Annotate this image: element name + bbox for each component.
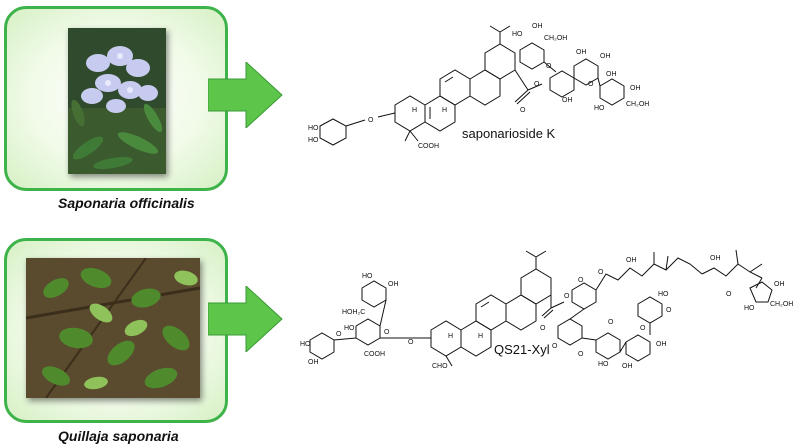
svg-text:O: O [384,329,390,336]
svg-text:H: H [478,333,483,340]
arrow-right-icon-2 [208,286,283,352]
svg-text:HO: HO [362,273,373,280]
svg-text:OH: OH [710,255,721,262]
svg-text:OH: OH [622,363,633,370]
svg-text:OH: OH [576,49,587,56]
svg-text:HO: HO [512,31,523,38]
svg-text:O: O [520,107,526,114]
svg-text:CH₂OH: CH₂OH [770,301,793,308]
svg-text:O: O [588,81,594,88]
svg-text:O: O [534,81,540,88]
svg-text:OH: OH [562,97,573,104]
saponaria-officinalis-photo [68,28,166,174]
svg-text:O: O [546,63,552,70]
svg-text:O: O [408,339,414,346]
svg-text:HO: HO [658,291,669,298]
svg-text:H: H [412,107,417,114]
svg-text:O: O [640,325,646,332]
species-caption-quillaja: Quillaja saponaria [58,428,179,444]
svg-text:O: O [564,293,570,300]
svg-text:O: O [578,351,584,358]
arrow-right-icon [208,62,283,128]
svg-text:O: O [540,325,546,332]
svg-text:O: O [598,269,604,276]
svg-text:OH: OH [656,341,667,348]
quillaja-saponaria-photo [26,258,200,398]
svg-text:CH₂OH: CH₂OH [626,101,649,108]
svg-text:O: O [336,331,342,338]
svg-text:HO: HO [598,361,609,368]
svg-text:O: O [726,291,732,298]
svg-text:HO: HO [344,325,355,332]
compound-label-saponarioside-k: saponarioside K [462,126,556,141]
svg-text:COOH: COOH [364,351,385,358]
svg-text:O: O [608,319,614,326]
compound-label-qs21-xyl: QS21-Xyl [494,342,550,357]
svg-text:H: H [442,107,447,114]
svg-text:HOH₂C: HOH₂C [342,309,365,316]
svg-text:OH: OH [600,53,611,60]
svg-text:H: H [448,333,453,340]
species-caption-saponaria: Saponaria officinalis [58,195,195,211]
svg-text:HO: HO [300,341,311,348]
svg-text:OH: OH [388,281,399,288]
svg-text:HO: HO [308,125,319,132]
svg-text:OH: OH [630,85,641,92]
svg-text:O: O [578,277,584,284]
svg-text:CHO: CHO [432,363,448,370]
svg-text:COOH: COOH [418,143,439,150]
svg-text:O: O [666,307,672,314]
svg-text:OH: OH [308,359,319,366]
svg-text:OH: OH [606,71,617,78]
svg-text:CH₂OH: CH₂OH [544,35,567,42]
svg-text:O: O [368,117,374,124]
svg-text:O: O [552,343,558,350]
svg-text:HO: HO [308,137,319,144]
svg-text:OH: OH [774,281,785,288]
svg-text:HO: HO [744,305,755,312]
svg-text:OH: OH [532,23,543,30]
svg-text:HO: HO [594,105,605,112]
svg-text:OH: OH [626,257,637,264]
